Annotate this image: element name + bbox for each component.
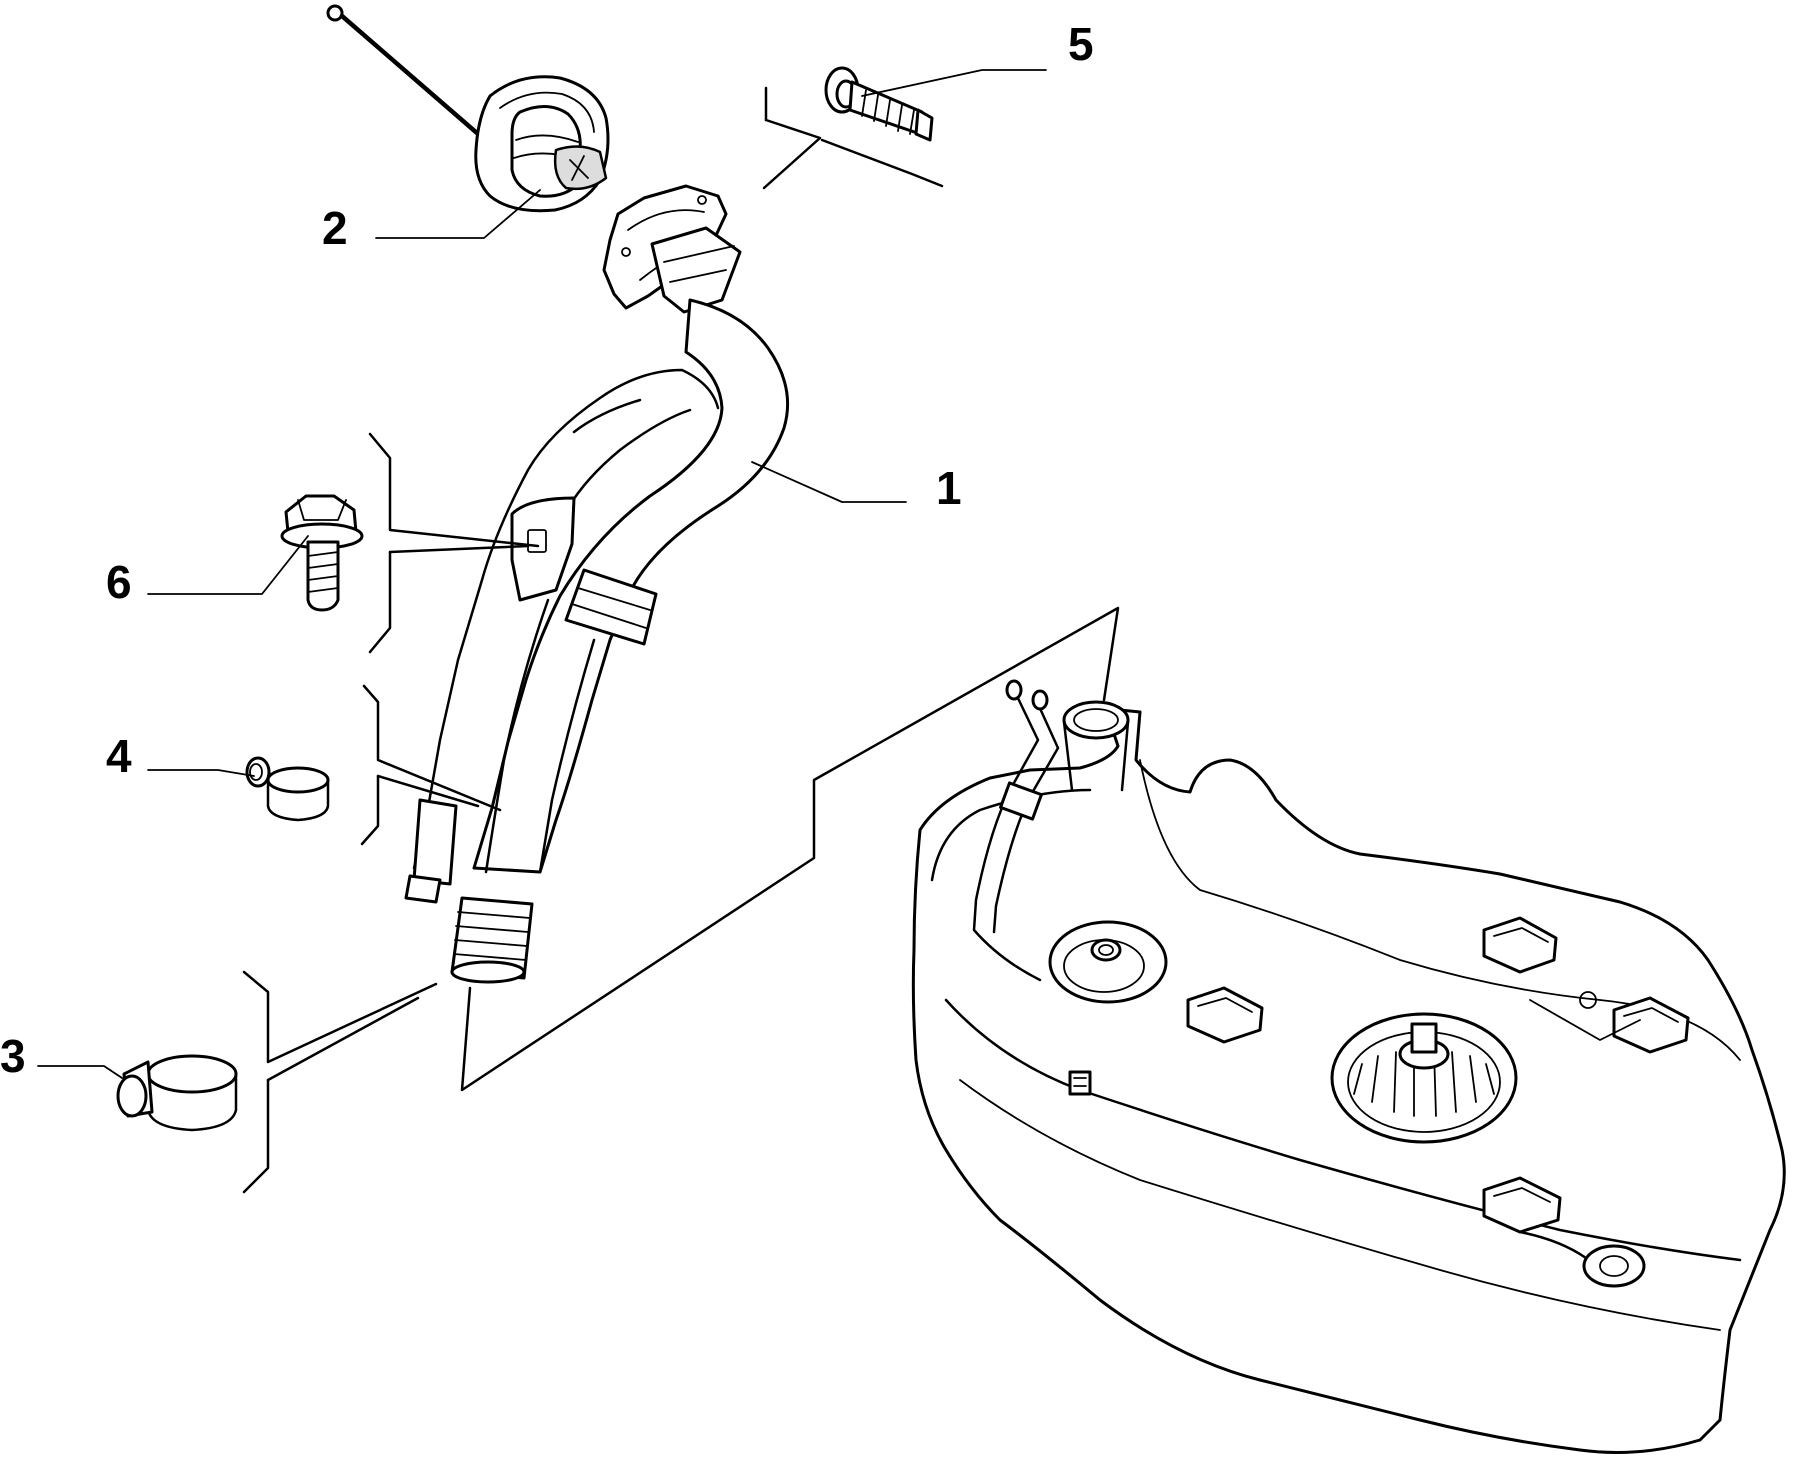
callout-1: 1 xyxy=(936,462,962,514)
callout-leaders xyxy=(37,69,1047,1079)
callout-6: 6 xyxy=(106,556,132,608)
hose-clamp-large xyxy=(116,1054,238,1132)
leader-lines xyxy=(242,86,1120,1194)
fuel-filler-pipe xyxy=(404,184,790,984)
fuel-tank xyxy=(911,679,1786,1454)
hex-flange-bolt xyxy=(280,494,364,612)
fuel-filler-cap xyxy=(326,4,610,213)
callout-5: 5 xyxy=(1068,18,1094,70)
hose-clamp-small xyxy=(245,756,330,822)
callout-4: 4 xyxy=(106,730,132,782)
flange-screw xyxy=(824,66,934,142)
callout-3: 3 xyxy=(0,1030,26,1082)
callout-2: 2 xyxy=(322,202,348,254)
